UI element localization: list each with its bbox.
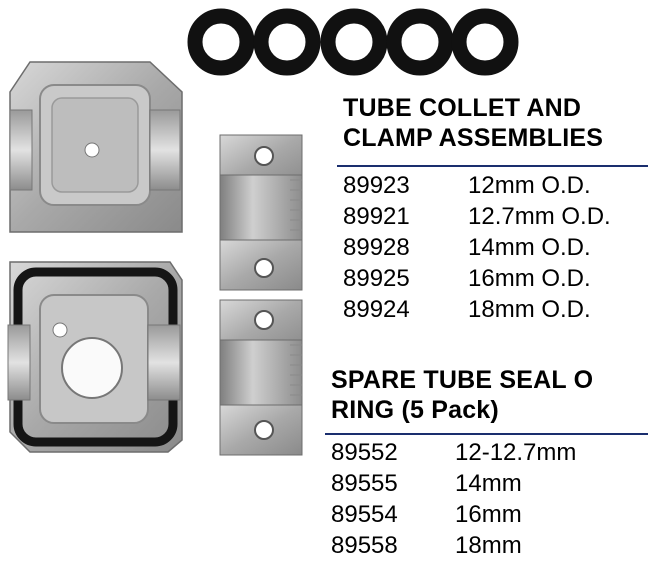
part-size: 18mm O.D. [468,296,591,323]
part-size: 14mm O.D. [468,234,591,261]
clamp-plate-icon [219,134,303,291]
part-number: 89554 [331,501,398,528]
oring-divider [325,433,648,435]
part-size: 12.7mm O.D. [468,203,611,230]
collet-divider [337,165,648,167]
clamp-plate-icon [219,299,303,456]
collet-heading-line1: TUBE COLLET AND [343,94,582,122]
oring-heading-line1: SPARE TUBE SEAL O [331,366,594,394]
part-number: 89921 [343,203,410,230]
part-number: 89555 [331,470,398,497]
o-ring-icon [451,8,519,76]
part-number: 89925 [343,265,410,292]
o-ring-icon [187,8,255,76]
part-number: 89924 [343,296,410,323]
oring-heading: SPARE TUBE SEAL O RING (5 Pack) [331,365,593,425]
o-ring-icon [320,8,388,76]
collet-block-icon [9,61,183,233]
part-size: 16mm [455,501,522,528]
collet-heading-line2: CLAMP ASSEMBLIES [343,124,604,152]
oring-heading-line2: RING (5 Pack) [331,396,499,424]
part-size: 14mm [455,470,522,497]
part-size: 12-12.7mm [455,439,577,466]
o-ring-icon [386,8,454,76]
part-number: 89558 [331,532,398,559]
part-number: 89923 [343,172,410,199]
o-ring-icon [253,8,321,76]
part-size: 12mm O.D. [468,172,591,199]
o-ring-row [187,8,519,76]
collet-heading: TUBE COLLET AND CLAMP ASSEMBLIES [343,93,603,153]
collet-block-icon [7,261,183,453]
part-number: 89552 [331,439,398,466]
part-size: 16mm O.D. [468,265,591,292]
part-number: 89928 [343,234,410,261]
part-size: 18mm [455,532,522,559]
